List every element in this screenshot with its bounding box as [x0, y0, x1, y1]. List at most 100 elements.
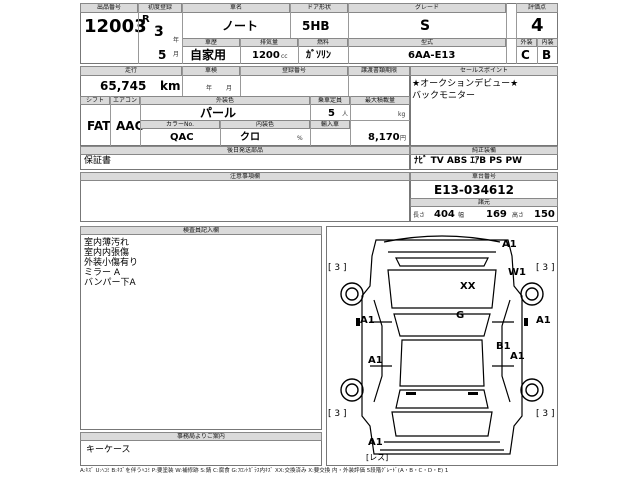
- wheel-rear-left: [340, 378, 364, 402]
- disp-unit: cc: [281, 53, 288, 60]
- tag-top-left: [ 3 ]: [328, 263, 347, 273]
- genuine-label: 純正装備: [410, 146, 558, 155]
- hood: [387, 269, 497, 309]
- int-label: 内装: [537, 38, 558, 47]
- inspect-year-unit: 年: [206, 85, 213, 92]
- model-label: 型式: [348, 38, 506, 47]
- chassis-label: 車台番号: [410, 172, 558, 181]
- notes-label: 注意事項欄: [80, 172, 410, 181]
- chassis-number: E13-034612: [434, 183, 514, 197]
- inspector-line: ミラー A: [84, 268, 121, 278]
- roof: [399, 339, 485, 387]
- fuel-value: ｶﾞｿﾘﾝ: [306, 50, 331, 61]
- load-unit: kg: [398, 111, 406, 118]
- model-value: 6AA-E13: [408, 50, 456, 61]
- capacity-label: 乗車定員: [310, 96, 350, 105]
- wid-label: 幅: [458, 212, 465, 219]
- sales-line-2: バックモニター: [412, 91, 476, 101]
- int-value: B: [542, 48, 552, 62]
- mileage-value: 65,745: [100, 79, 147, 93]
- wheel-front-right: [520, 282, 544, 306]
- office-value: キーケース: [86, 445, 131, 455]
- inspector-notes: 室内薄汚れ 室内内張傷 外装小傷有り ミラー A バンパー下A: [84, 238, 138, 288]
- ext-label: 外装: [516, 38, 537, 47]
- office-label: 事務局よりご案内: [80, 432, 322, 441]
- lot-number: 12003: [84, 16, 147, 37]
- usage-label: 車歴: [182, 38, 240, 47]
- mark-a1-top: A1: [502, 239, 517, 250]
- score-value: 4: [531, 15, 544, 36]
- recycle-fee: 8,170: [368, 132, 400, 143]
- len-label: 長さ: [413, 212, 426, 219]
- inspect-month-unit: 月: [226, 85, 233, 92]
- less-tag: [レス]: [366, 453, 389, 462]
- inspector-line: 外装小傷有り: [84, 258, 139, 268]
- shift-label: シフト: [80, 96, 110, 105]
- usage-value: 自家用: [190, 48, 227, 62]
- mark-a1-right: A1: [536, 315, 551, 326]
- era-value: R: [142, 14, 150, 25]
- recycle-fee-unit: 円: [400, 135, 407, 142]
- tailgate: [391, 411, 493, 437]
- mileage-unit: km: [160, 79, 181, 93]
- car-name: ノート: [222, 19, 259, 33]
- body-label: ドア形状: [290, 3, 348, 13]
- inspector-line: 室内内張傷: [84, 248, 130, 258]
- ac-value: AAC: [116, 119, 144, 133]
- car-body-outline: [361, 239, 523, 455]
- ext-value: C: [521, 48, 530, 62]
- vehicle-detail-section: [80, 66, 410, 146]
- ac-label: エアコン: [110, 96, 140, 105]
- sales-point-box: [410, 66, 558, 146]
- int-color-value: クロ: [240, 132, 260, 143]
- mark-a1-left: A1: [360, 315, 375, 326]
- tag-bottom-left: [ 3 ]: [328, 409, 347, 419]
- mileage-label: 走行: [80, 66, 182, 76]
- recycle-deadline-label: 譲渡書類期限: [348, 66, 410, 76]
- sales-label: セールスポイント: [410, 66, 558, 76]
- mark-g: G: [456, 310, 465, 321]
- wheel-rear-right: [520, 378, 544, 402]
- sales-line-1: ★オークションデビュー★: [412, 79, 519, 89]
- mark-a1-low: A1: [510, 351, 525, 362]
- mark-a1-bottom: A1: [368, 437, 383, 448]
- shift-value: FAT: [87, 119, 111, 133]
- wid-value: 169: [486, 209, 507, 220]
- mark-w1: W1: [508, 267, 526, 278]
- inspector-label: 検査員記入欄: [80, 226, 322, 235]
- len-value: 404: [434, 209, 455, 220]
- genuine-value: ﾅﾋﾞ TV ABS ｴｱB PS PW: [414, 156, 523, 166]
- color-label: 外装色: [140, 96, 310, 105]
- month-unit: 月: [173, 51, 180, 58]
- fuel-label: 燃料: [298, 38, 348, 47]
- reg-label: 初度登録: [138, 3, 182, 13]
- disp-value: 1200: [252, 50, 280, 61]
- grade-label: グレード: [348, 3, 506, 13]
- inspect-label: 車検: [182, 66, 240, 76]
- year-value: 3: [154, 24, 164, 40]
- int-color-label: 内装色: [220, 120, 310, 129]
- lot-label: 出品番号: [80, 3, 138, 13]
- pct-unit: %: [297, 135, 303, 142]
- reg-no-label: 登録番号: [240, 66, 348, 76]
- windshield: [393, 313, 491, 337]
- dims-label: 諸元: [410, 198, 558, 207]
- later-parts-label: 後日発送部品: [80, 146, 410, 155]
- grade-value: S: [420, 18, 431, 34]
- inspector-line: 室内薄汚れ: [84, 238, 130, 248]
- capacity-unit: 人: [342, 111, 349, 118]
- import-label: 輸入車: [310, 120, 350, 129]
- tag-top-right: [ 3 ]: [536, 263, 555, 273]
- rear-window: [395, 389, 489, 409]
- capacity-value: 5: [328, 108, 335, 119]
- legend-text: A:ｷｽﾞ U:ﾍｺﾐ B:ｷｽﾞを伴うﾍｺﾐ P:要塗装 W:補修跡 S:錆 …: [80, 468, 449, 474]
- color-no-label: カラーNo.: [140, 120, 220, 129]
- load-label: 最大積載量: [350, 96, 410, 105]
- car-label: 車名: [182, 3, 290, 13]
- body-type: 5HB: [302, 19, 330, 33]
- year-unit: 年: [173, 37, 180, 44]
- car-diagram: [340, 235, 544, 455]
- month-value: 5: [158, 48, 167, 62]
- wheel-front-left: [340, 282, 364, 306]
- mark-a1-center: A1: [368, 355, 383, 366]
